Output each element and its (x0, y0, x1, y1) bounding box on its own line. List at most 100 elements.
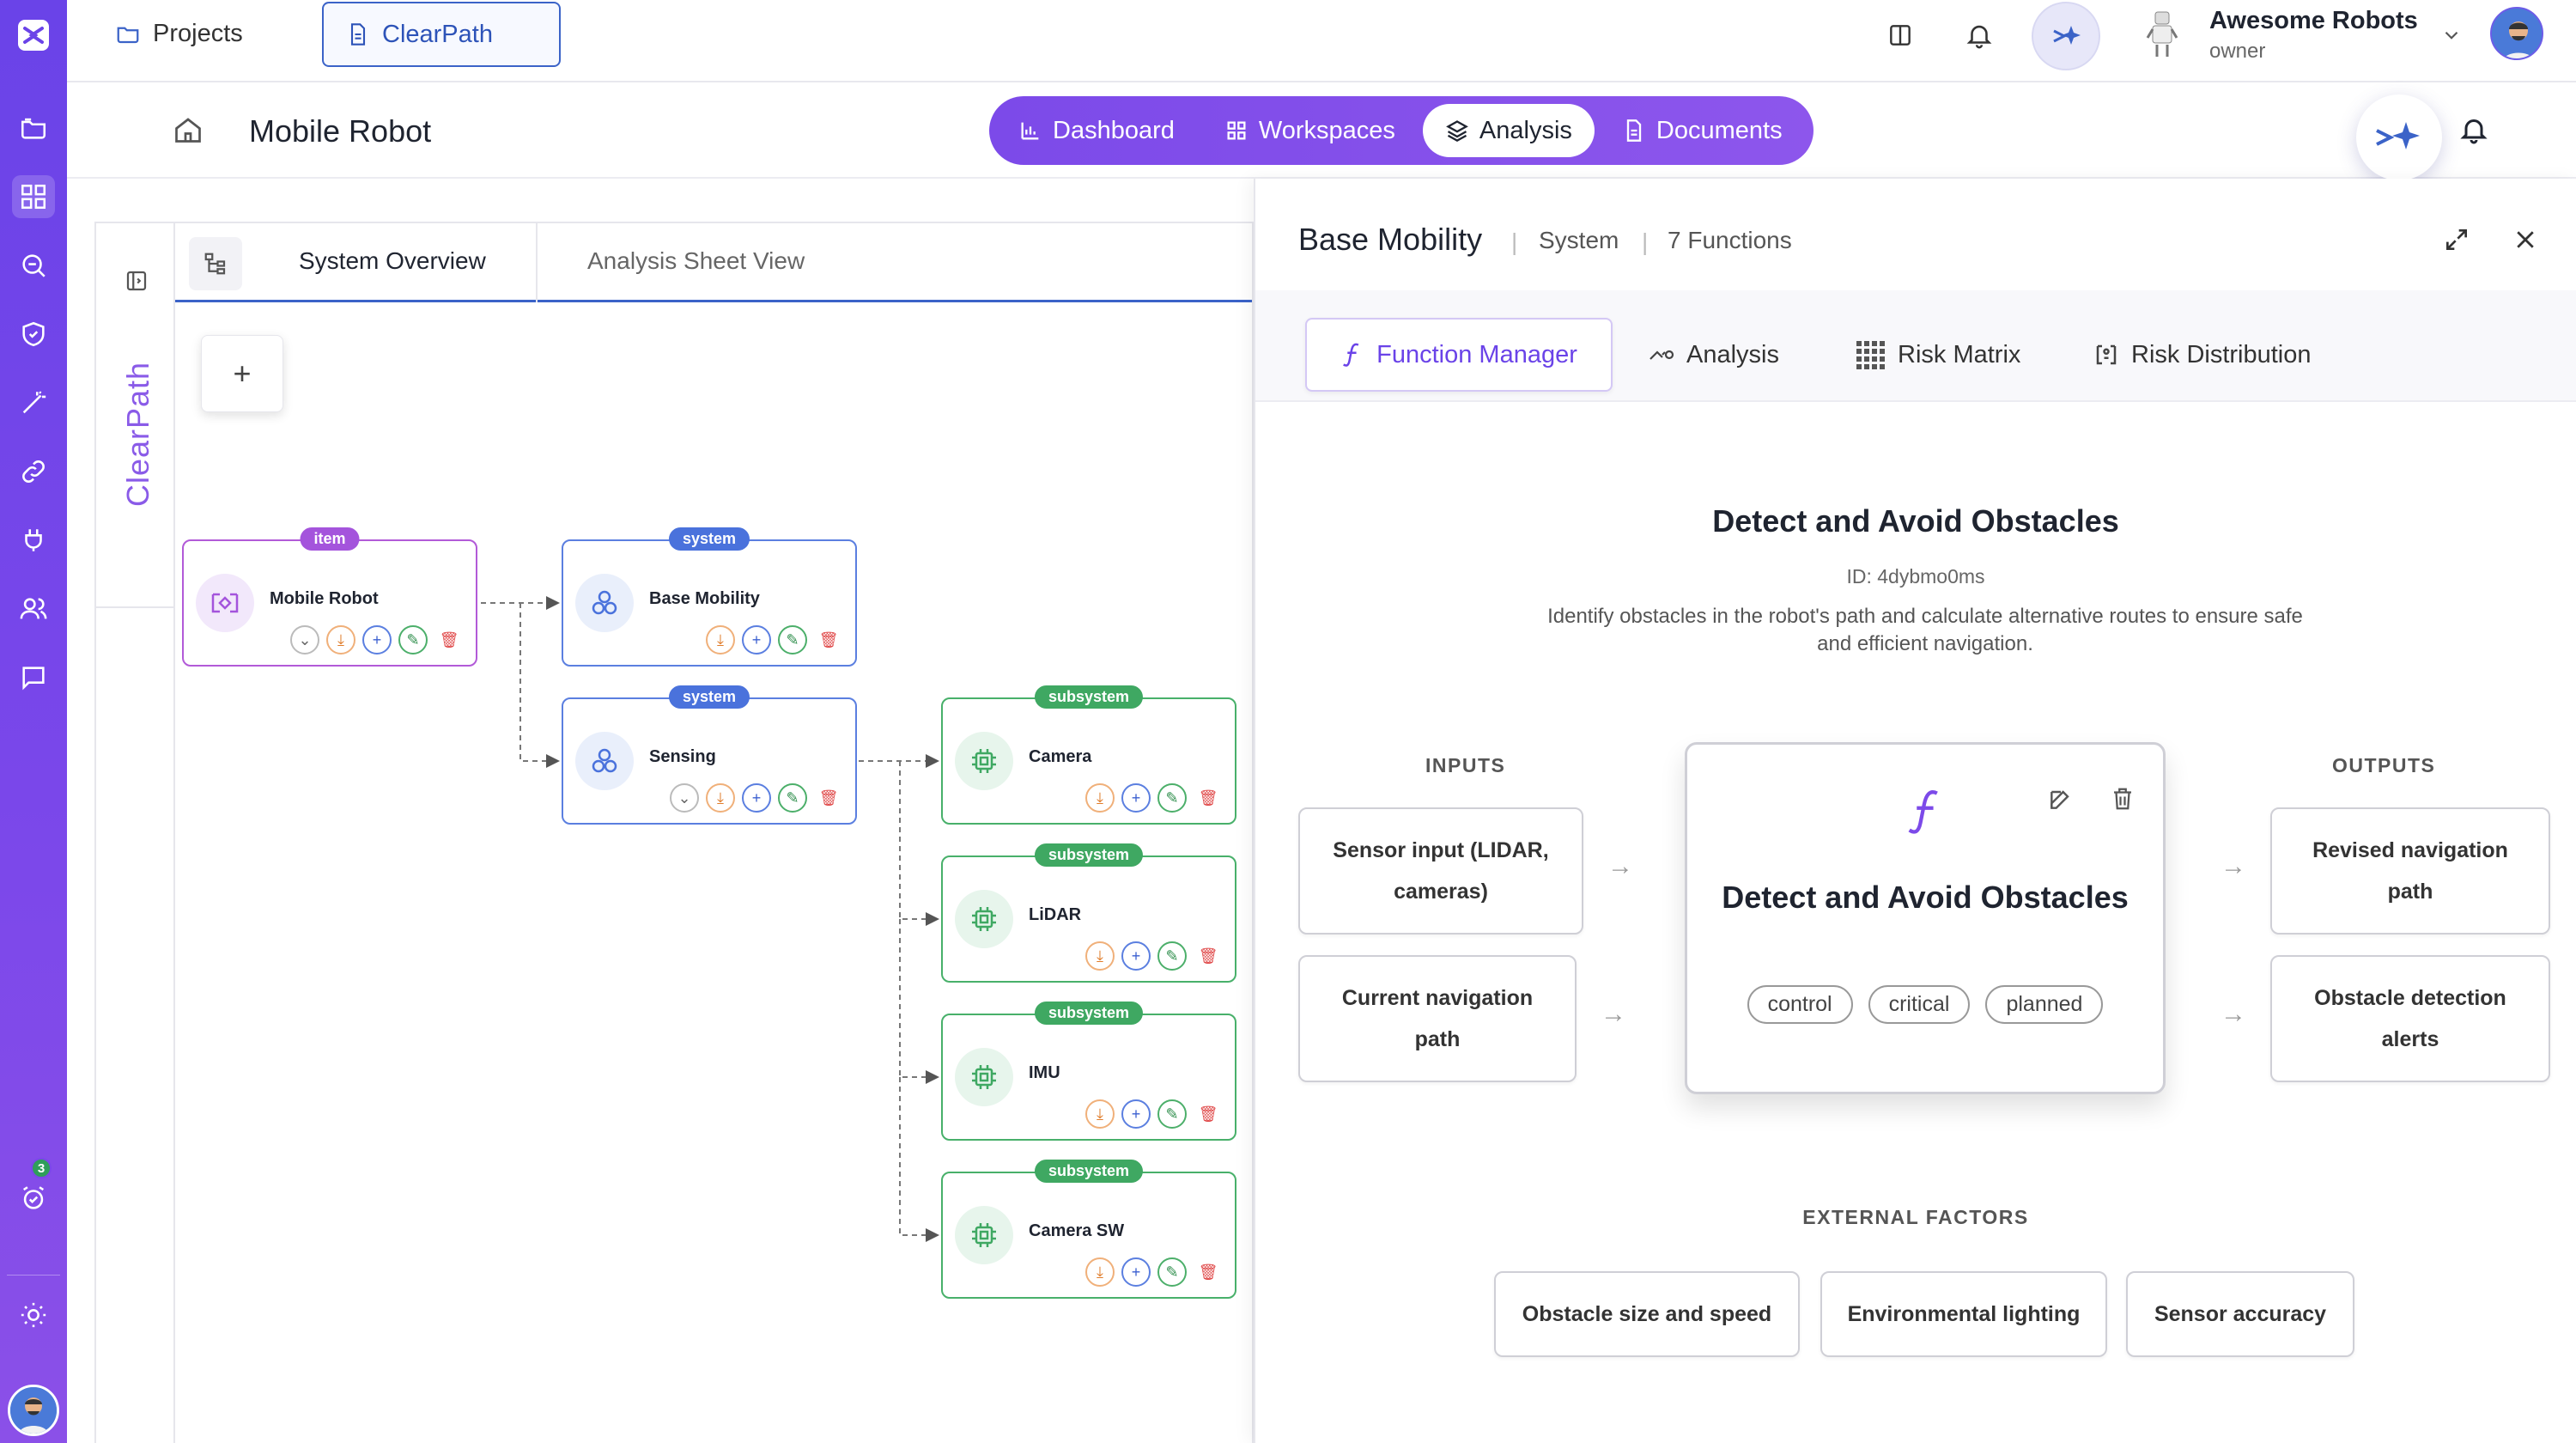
users-icon[interactable] (12, 588, 55, 630)
nav-dashboard[interactable]: Dashboard (996, 104, 1197, 157)
chat-icon[interactable] (12, 656, 55, 699)
download-icon[interactable]: ⤓ (1085, 941, 1115, 971)
tab-risk-matrix[interactable]: Risk Matrix (1855, 318, 2020, 392)
tag-chip[interactable]: critical (1868, 985, 1971, 1024)
chevron-down-icon[interactable] (2430, 14, 2473, 57)
node-actions: ⌄ ⤓ + ✎ 🗑 (670, 783, 843, 813)
download-icon[interactable]: ⤓ (326, 625, 355, 655)
edit-icon[interactable]: ✎ (1157, 1099, 1187, 1129)
node-imu[interactable]: subsystem IMU ⤓ + ✎ 🗑 (941, 1002, 1236, 1141)
add-node-button[interactable]: + (201, 335, 283, 412)
add-icon[interactable]: + (1121, 1099, 1151, 1129)
output-box[interactable]: Obstacle detection alerts (2270, 955, 2550, 1082)
external-factor[interactable]: Obstacle size and speed (1494, 1271, 1800, 1357)
external-factor[interactable]: Sensor accuracy (2126, 1271, 2354, 1357)
user-avatar[interactable] (2490, 7, 2543, 60)
search-analysis-icon[interactable] (12, 244, 55, 287)
theme-toggle-icon[interactable] (12, 1294, 55, 1336)
node-base-mobility[interactable]: system Base Mobility ⤓ + ✎ 🗑 (562, 527, 857, 667)
plug-icon[interactable] (12, 519, 55, 562)
ai-assistant-button[interactable] (2032, 2, 2100, 70)
input-box[interactable]: Current navigation path (1298, 955, 1577, 1082)
tab-risk-distribution[interactable]: Risk Distribution (2093, 318, 2312, 392)
download-icon[interactable]: ⤓ (1085, 783, 1115, 813)
org-name[interactable]: Awesome Robots (2209, 7, 2418, 34)
chip-icon (955, 890, 1013, 948)
node-lidar[interactable]: subsystem LiDAR ⤓ + ✎ 🗑 (941, 843, 1236, 983)
edit-icon[interactable]: ✎ (398, 625, 428, 655)
bell-icon[interactable] (1958, 14, 2001, 57)
tree-view-icon[interactable] (189, 237, 242, 290)
folder-icon[interactable] (12, 107, 55, 149)
ai-assistant-floating-button[interactable] (2356, 94, 2442, 180)
tab-analysis-sheet-view[interactable]: Analysis Sheet View (587, 247, 805, 274)
download-icon[interactable]: ⤓ (1085, 1257, 1115, 1287)
external-factor[interactable]: Environmental lighting (1820, 1271, 2107, 1357)
edit-icon[interactable]: ✎ (778, 625, 807, 655)
node-sensing[interactable]: system Sensing ⌄ ⤓ + ✎ 🗑 (562, 685, 857, 825)
delete-icon[interactable]: 🗑 (1198, 1263, 1218, 1281)
tab-analysis[interactable]: Analysis (1649, 318, 1779, 392)
panel-toggle-icon[interactable] (1879, 14, 1922, 57)
tag-chip[interactable]: planned (1985, 985, 2104, 1024)
expand-icon[interactable]: ⌄ (670, 783, 699, 813)
delete-icon[interactable]: 🗑 (818, 789, 839, 807)
nav-analysis[interactable]: Analysis (1422, 104, 1595, 157)
expand-icon[interactable] (2435, 218, 2478, 261)
magic-wand-icon[interactable] (12, 381, 55, 424)
workspaces-icon[interactable] (12, 175, 55, 218)
edit-icon[interactable] (2039, 777, 2082, 820)
tab-function-manager[interactable]: Function Manager (1305, 318, 1613, 392)
tab-system-overview[interactable]: System Overview (299, 247, 486, 274)
node-camera-sw[interactable]: subsystem Camera SW ⤓ + ✎ 🗑 (941, 1160, 1236, 1299)
download-icon[interactable]: ⤓ (706, 783, 735, 813)
canvas-divider (96, 606, 175, 608)
function-description: Identify obstacles in the robot's path a… (1547, 605, 2303, 655)
edit-icon[interactable]: ✎ (1157, 941, 1187, 971)
shield-icon[interactable] (12, 313, 55, 356)
edit-icon[interactable]: ✎ (778, 783, 807, 813)
home-icon[interactable] (167, 108, 210, 151)
function-card[interactable]: Detect and Avoid Obstacles control criti… (1685, 742, 2166, 1094)
app-logo-icon[interactable] (12, 14, 55, 57)
delete-icon[interactable]: 🗑 (818, 631, 839, 648)
delete-icon[interactable]: 🗑 (1198, 789, 1218, 807)
nav-workspaces[interactable]: Workspaces (1202, 104, 1418, 157)
add-icon[interactable]: + (1121, 941, 1151, 971)
nav-documents[interactable]: Documents (1600, 104, 1805, 157)
alarm-icon[interactable] (12, 1177, 55, 1220)
delete-icon[interactable]: 🗑 (1198, 1105, 1218, 1123)
sidebar-toggle-icon[interactable] (115, 259, 158, 302)
edit-icon[interactable]: ✎ (1157, 783, 1187, 813)
tag-chip[interactable]: control (1747, 985, 1853, 1024)
add-icon[interactable]: + (362, 625, 392, 655)
canvas-tabs: System Overview Analysis Sheet View (175, 223, 1252, 302)
node-mobile-robot[interactable]: item Mobile Robot ⌄ ⤓ + ✎ 🗑 (182, 527, 477, 667)
close-icon[interactable] (2504, 218, 2547, 261)
download-icon[interactable]: ⤓ (706, 625, 735, 655)
node-name: Camera (1029, 747, 1092, 766)
node-camera[interactable]: subsystem Camera ⤓ + ✎ 🗑 (941, 685, 1236, 825)
add-icon[interactable]: + (742, 625, 771, 655)
nav-label: Dashboard (1053, 116, 1175, 144)
expand-icon[interactable]: ⌄ (290, 625, 319, 655)
input-box[interactable]: Sensor input (LIDAR, cameras) (1298, 807, 1583, 935)
node-actions: ⤓ + ✎ 🗑 (1085, 941, 1223, 971)
add-icon[interactable]: + (1121, 1257, 1151, 1287)
delete-icon[interactable]: 🗑 (1198, 947, 1218, 965)
item-icon (196, 574, 254, 632)
edit-icon[interactable]: ✎ (1157, 1257, 1187, 1287)
output-box[interactable]: Revised navigation path (2270, 807, 2550, 935)
project-tab-clearpath[interactable]: ClearPath (322, 2, 561, 67)
add-icon[interactable]: + (742, 783, 771, 813)
org-role: owner (2209, 40, 2266, 63)
bell-icon[interactable] (2452, 108, 2495, 151)
add-icon[interactable]: + (1121, 783, 1151, 813)
download-icon[interactable]: ⤓ (1085, 1099, 1115, 1129)
delete-icon[interactable]: 🗑 (439, 631, 459, 648)
node-name: Camera SW (1029, 1221, 1125, 1240)
link-icon[interactable] (12, 450, 55, 493)
projects-tab[interactable]: Projects (115, 15, 243, 52)
trash-icon[interactable] (2101, 777, 2144, 820)
rail-user-avatar[interactable] (8, 1385, 59, 1436)
